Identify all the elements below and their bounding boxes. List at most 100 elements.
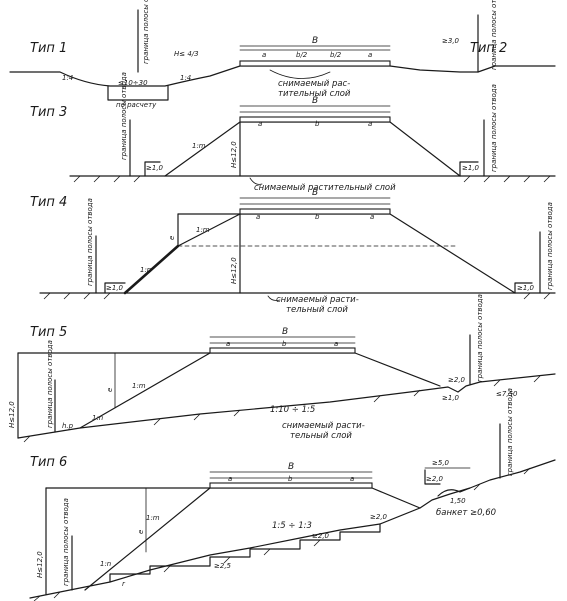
ditch-left-t1: [107, 85, 169, 101]
upper-height-label-t6: е: [137, 530, 145, 534]
dim-B-label-t5: В: [282, 327, 288, 337]
dim-a-r-t5: а: [334, 340, 338, 348]
embankment-t3: [164, 121, 461, 177]
dim-a-r-t6: а: [350, 475, 354, 483]
border-label-t4l: граница полосы отвода: [86, 198, 94, 286]
dim-B-label-t3: В: [312, 96, 318, 106]
veg-label-t5a: снимаемый расти-: [282, 421, 365, 431]
ground-hatch-t6: [33, 467, 531, 601]
ground-hatch-t3: [73, 175, 551, 183]
ge150-label-t6: 1,50: [450, 497, 466, 505]
dim-a-r-t4: а: [370, 213, 374, 221]
slope-n-t5: 1:n: [92, 414, 103, 422]
height-label-t3: Н≤12,0: [230, 141, 238, 168]
veg-leader-t1: [269, 69, 331, 79]
berm-label-t4r: ≥1,0: [517, 284, 535, 292]
slope-m-t4: 1:m: [196, 226, 210, 234]
ground-line-t1: [9, 65, 556, 87]
height-label-t4: Н≤12,0: [230, 257, 238, 284]
dim-a-l-t5: а: [226, 340, 230, 348]
ditch-bottom-label: по расчету: [116, 101, 157, 109]
embankment-t4-lower: [123, 244, 180, 295]
upper-height-label-t4: е: [168, 236, 176, 240]
ge20-label-t6: ≥2,0: [426, 475, 444, 483]
r-label-t6: r: [122, 580, 126, 588]
veg-leader-t3: [249, 177, 263, 185]
pavement-t3: [239, 116, 391, 123]
veg-leader-t4: [267, 295, 281, 301]
dim-b-t5: b: [282, 340, 287, 348]
slope-n-t4: 1:n: [140, 266, 151, 274]
berm-right-t3: [459, 161, 479, 177]
embankment-height-label: Н≤ 4/3: [174, 50, 199, 58]
type-2-title: Тип 2: [470, 41, 507, 56]
embankment-t5: [79, 352, 441, 429]
berm-label-t4l: ≥1,0: [106, 284, 124, 292]
dim-a-r-t3: а: [368, 120, 372, 128]
border-label-t5r: граница полосы отвода: [476, 294, 484, 382]
veg-label-t4b: тельный слой: [286, 305, 348, 315]
ge20-label-t5: ≥2,0: [448, 376, 466, 384]
border-label-t3l: граница полосы отвода: [120, 72, 128, 160]
border-label-t3r: граница полосы отвода: [490, 84, 498, 172]
ge050-label-t5: ≥1,0: [442, 394, 460, 402]
border-label-t6l: граница полосы отвода: [62, 498, 70, 586]
dim-b2-l-t1: b/2: [296, 51, 308, 59]
slope-m-t5: 1:m: [132, 382, 146, 390]
ge750-label-t5: ≤7,50: [496, 390, 518, 398]
veg-label-t1a: снимаемый рас-: [278, 79, 350, 89]
section-type-3: Тип 3 В а b а 1:m Н≤12,0 ≥1,0 граница по…: [30, 72, 556, 193]
veg-label-t1b: тительный слой: [278, 89, 351, 99]
banket-label-t6: банкет ≥0,60: [436, 508, 496, 518]
berm-label-t2: ≥3,0: [442, 37, 460, 45]
dim-a-l-t1: а: [262, 51, 266, 59]
border-label-t2: граница полосы отвода: [490, 0, 498, 70]
ditch-width-label: ≤10÷30: [118, 79, 148, 87]
height-label-t5: Н≤12,0: [8, 401, 16, 428]
dim-b-t4: b: [315, 213, 320, 221]
dim-b2-r-t1: b/2: [330, 51, 342, 59]
border-label-t1: граница полосы отвода: [142, 0, 150, 64]
berm-right-t4: [514, 282, 533, 294]
berm-left-t3: [144, 161, 161, 177]
veg-label-t4a: снимаемый расти-: [276, 295, 359, 305]
step-label-t6c: ≥2,0: [370, 513, 388, 521]
pavement-t4: [239, 208, 391, 215]
dim-a-l-t4: а: [256, 213, 260, 221]
berm-label-t3l: ≥1,0: [146, 164, 164, 172]
slope-m-t6: 1:m: [146, 514, 160, 522]
section-type-1-2: Тип 1 Тип 2 ≤10÷30 по расчету 1:4 1:4 Н≤…: [9, 0, 556, 109]
type-5-title: Тип 5: [30, 325, 67, 340]
hp-label-t5: h.р: [62, 422, 74, 430]
dim-a-l-t6: а: [228, 475, 232, 483]
slope-4-label-l: 1:4: [62, 74, 73, 82]
dim-B-label-t1: В: [312, 36, 318, 46]
slope-n-t6: 1:n: [100, 560, 111, 568]
berm-left-t4: [104, 282, 126, 294]
pavement-t1: [239, 60, 391, 67]
ge50-label-t6: ≥5,0: [432, 459, 450, 467]
dim-b-t3: b: [315, 120, 320, 128]
steps-t6: [109, 523, 381, 583]
slope-m-t3: 1:m: [192, 142, 206, 150]
ground-slope-t6: 1:5 ÷ 1:3: [272, 521, 312, 531]
dim-b-t6: b: [288, 475, 293, 483]
berm-label-t3r: ≥1,0: [462, 164, 480, 172]
embankment-t4-upper: [177, 213, 516, 294]
slope-4-label-r: 1:4: [180, 74, 191, 82]
pavement-t5: [209, 347, 356, 354]
section-type-6: Тип 6 В а b а 1:m 1:n Н≤12,0 е граница п…: [29, 388, 556, 601]
ground-slope-t5: 1:10 ÷ 1:5: [270, 405, 315, 415]
ditch-wall-t6: [424, 469, 441, 485]
banket-shape-t6: [437, 487, 471, 497]
border-label-t5l: граница полосы отвода: [46, 340, 54, 428]
type-1-title: Тип 1: [30, 41, 67, 56]
dim-a-r-t1: а: [368, 51, 372, 59]
upper-height-label-t5: е: [106, 388, 114, 392]
type-6-title: Тип 6: [30, 455, 67, 470]
ground-hatch-t5: [23, 375, 541, 443]
step-label-t6a: ≥2,5: [214, 562, 232, 570]
dim-B-label-t6: В: [288, 462, 294, 472]
type-4-title: Тип 4: [30, 195, 67, 210]
